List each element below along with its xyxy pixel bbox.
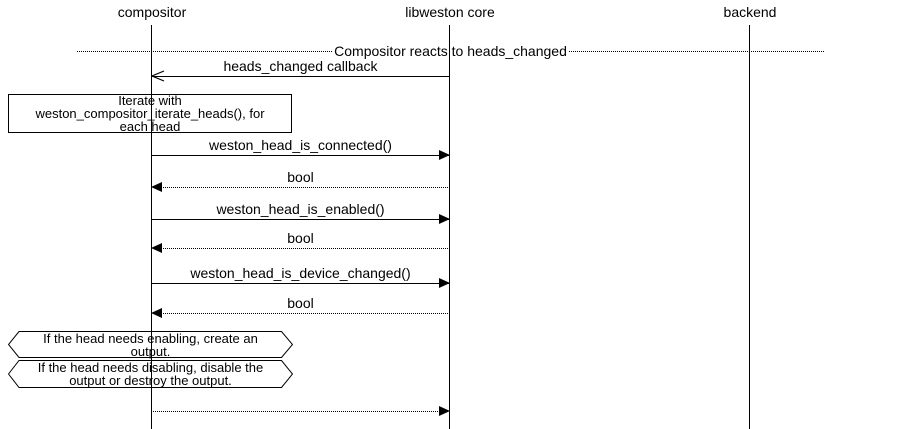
note-line: weston_compositor_iterate_heads(), for <box>35 106 265 121</box>
hexagon-outline-icon <box>8 360 293 388</box>
message-label: bool <box>287 169 314 185</box>
message-label: bool <box>287 230 314 246</box>
filled-arrowhead-left-icon <box>151 182 162 192</box>
filled-arrowhead-right-icon <box>439 278 450 288</box>
condition-line: output or destroy the output. <box>69 373 232 388</box>
open-arrowhead-left-icon <box>151 70 165 82</box>
message-line <box>151 76 450 77</box>
filled-arrowhead-right-icon <box>439 406 450 416</box>
divider-label: Compositor reacts to heads_changed <box>334 43 567 59</box>
condition-line: output. <box>130 343 171 359</box>
lifeline-backend <box>749 25 750 429</box>
note-iterate-heads: Iterate with weston_compositor_iterate_h… <box>8 94 292 133</box>
message-label: weston_head_is_device_changed() <box>190 265 411 281</box>
message-label: heads_changed callback <box>223 58 378 74</box>
hexagon-outline-icon <box>8 331 293 358</box>
lifeline-compositor <box>151 25 152 429</box>
participant-label-backend: backend <box>723 4 777 20</box>
condition-line: If the head needs enabling, create an <box>43 330 258 346</box>
message-line <box>151 155 450 156</box>
message-line <box>151 248 450 249</box>
message-line <box>151 313 450 314</box>
message-label: weston_head_is_connected() <box>209 137 392 153</box>
message-line <box>151 219 450 220</box>
condition-line: If the head needs disabling, disable the <box>37 360 264 375</box>
note-line: each head <box>119 119 181 134</box>
filled-arrowhead-left-icon <box>151 308 162 318</box>
participant-label-compositor: compositor <box>117 4 187 20</box>
message-line <box>151 187 450 188</box>
note-line: Iterate with <box>118 93 182 108</box>
filled-arrowhead-right-icon <box>439 150 450 160</box>
message-label: bool <box>287 295 314 311</box>
message-label: weston_head_is_enabled() <box>216 201 385 217</box>
condition-enable-output: If the head needs enabling, create an ou… <box>8 331 293 358</box>
condition-disable-output: If the head needs disabling, disable the… <box>8 360 293 388</box>
participant-label-libweston-core: libweston core <box>405 4 495 20</box>
lifeline-libweston-core <box>449 25 450 429</box>
message-line <box>151 411 450 412</box>
filled-arrowhead-right-icon <box>439 214 450 224</box>
message-line <box>151 283 450 284</box>
section-divider: Compositor reacts to heads_changed <box>77 43 824 59</box>
filled-arrowhead-left-icon <box>151 243 162 253</box>
